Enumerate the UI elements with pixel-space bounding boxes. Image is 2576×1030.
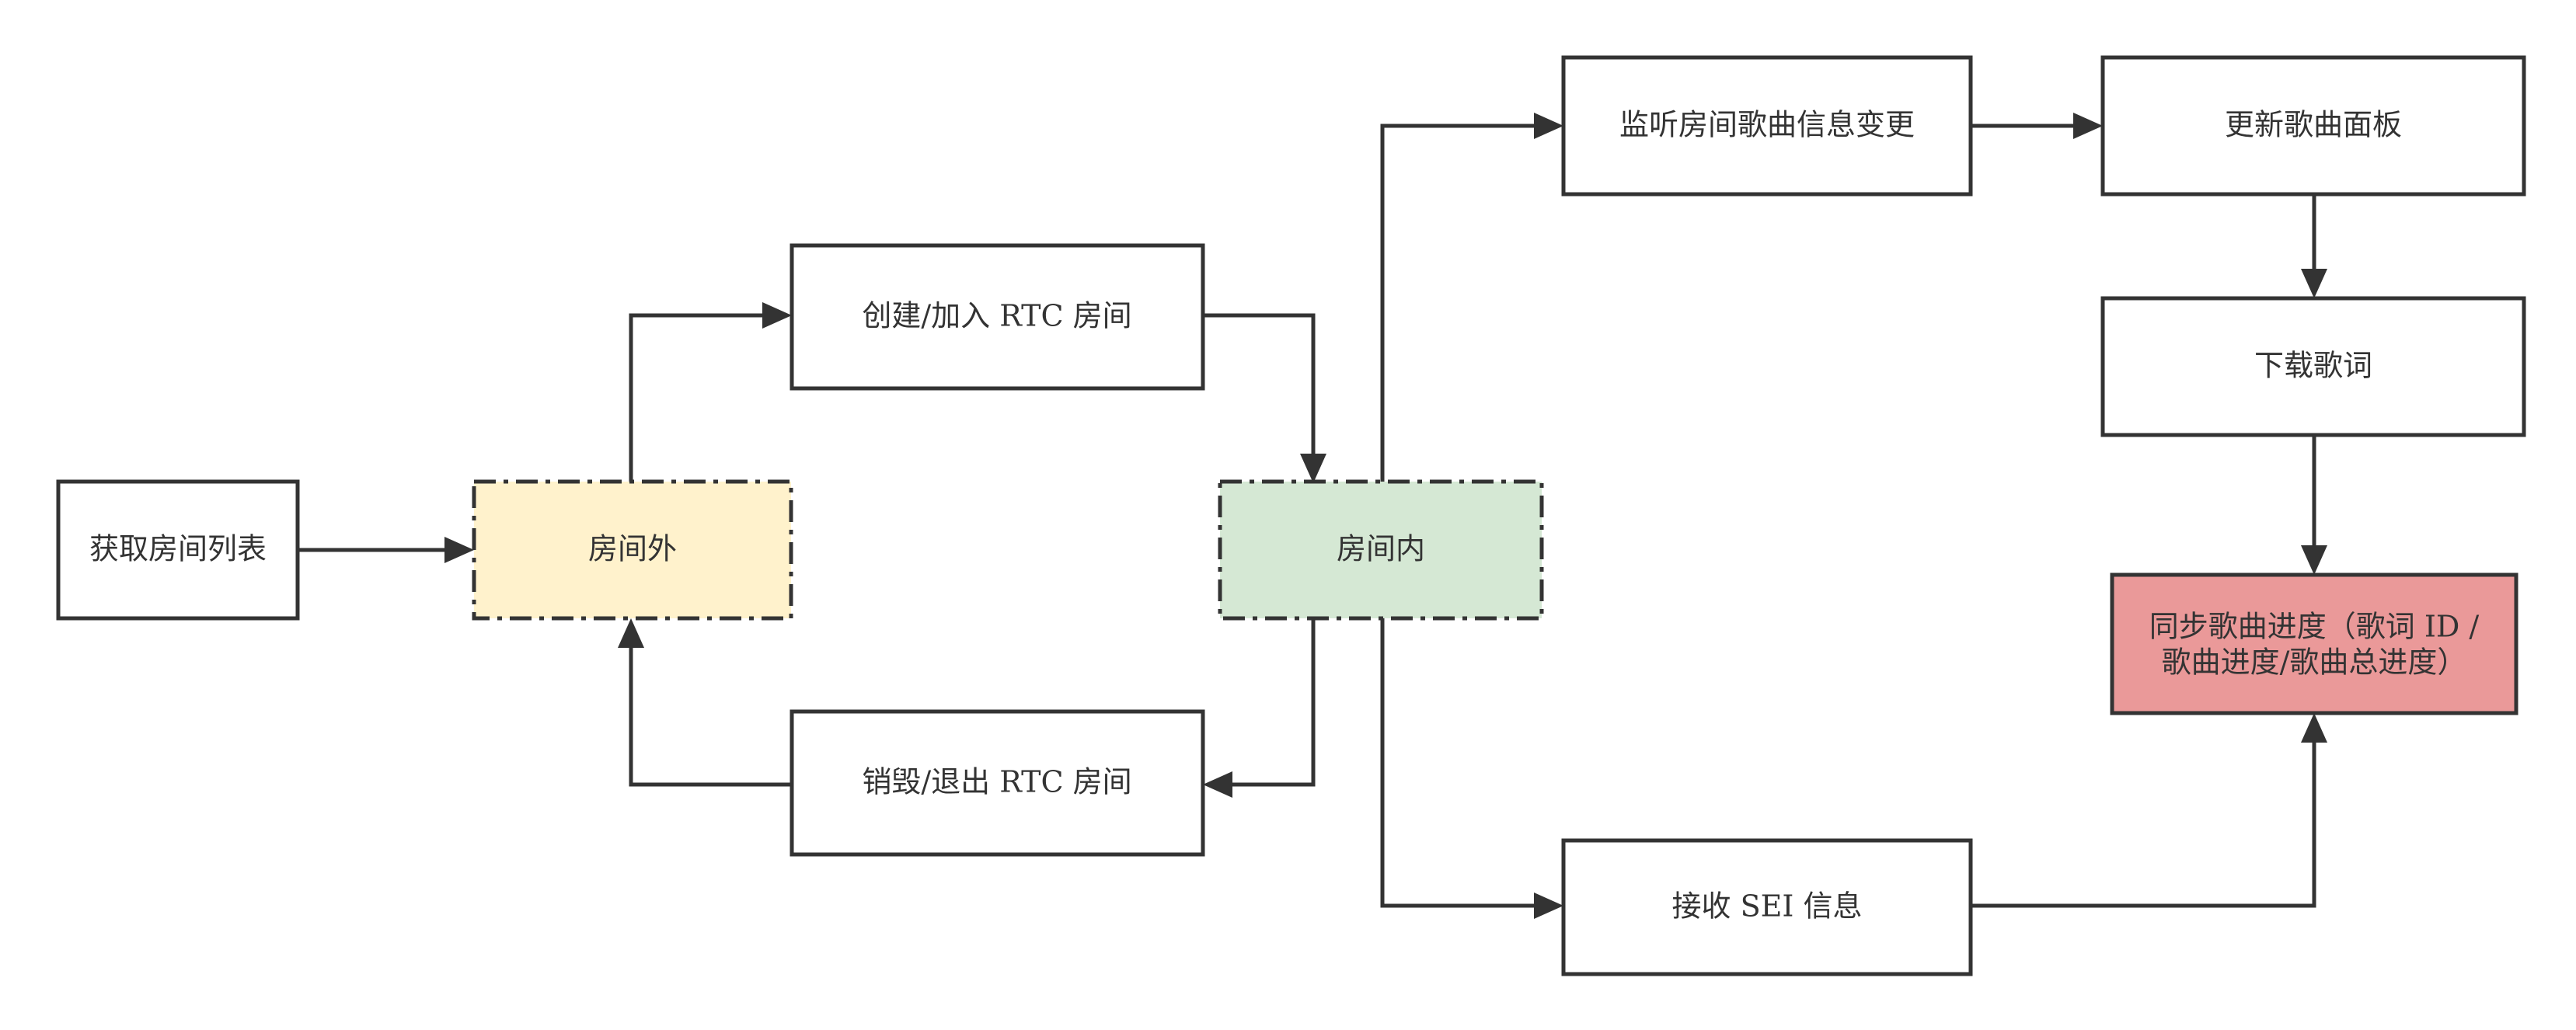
arrowhead-icon: [444, 537, 474, 563]
arrowhead-icon: [762, 302, 792, 329]
node-label: 销毁/退出 RTC 房间: [862, 765, 1131, 799]
node-label-line2: 歌曲进度/歌曲总进度）: [2162, 645, 2467, 680]
node-label: 监听房间歌曲信息变更: [1619, 108, 1915, 142]
arrowhead-icon: [1534, 113, 1563, 139]
node-receive-sei: 接收 SEI 信息: [1561, 838, 1973, 976]
node-download-lyrics: 下载歌词: [2100, 296, 2526, 437]
arrowhead-icon: [2301, 713, 2327, 743]
node-label: 房间外: [588, 532, 677, 566]
edge-destroy-exit-to-outside: [629, 632, 792, 787]
node-destroy-exit-rtc: 销毁/退出 RTC 房间: [790, 709, 1205, 857]
node-update-song-panel: 更新歌曲面板: [2100, 55, 2526, 197]
node-get-room-list: 获取房间列表: [56, 479, 300, 621]
node-label-line1: 同步歌曲进度（歌词 ID /: [2149, 610, 2480, 644]
edge-inside-to-destroy-exit: [1217, 618, 1316, 787]
arrowhead-icon: [1203, 771, 1232, 798]
node-label: 接收 SEI 信息: [1672, 889, 1863, 924]
node-listen-song-info: 监听房间歌曲信息变更: [1561, 55, 1973, 197]
edge-receive-sei-to-sync: [1971, 727, 2316, 908]
arrowhead-icon: [1300, 454, 1326, 483]
edge-create-join-to-inside: [1203, 313, 1316, 469]
node-inside-room: 房间内: [1218, 479, 1544, 621]
node-label: 房间内: [1337, 532, 1425, 566]
node-create-join-rtc: 创建/加入 RTC 房间: [790, 243, 1205, 391]
node-label: 下载歌词: [2254, 349, 2372, 383]
arrowhead-icon: [2301, 545, 2327, 575]
arrowhead-icon: [618, 618, 644, 648]
node-label: 获取房间列表: [89, 532, 267, 566]
edge-inside-to-receive-sei: [1380, 618, 1549, 908]
arrowhead-icon: [2301, 269, 2327, 298]
node-label: 创建/加入 RTC 房间: [862, 299, 1131, 333]
edge-inside-to-listen-song: [1380, 124, 1549, 482]
arrowhead-icon: [2073, 113, 2103, 139]
edges: [298, 113, 2327, 919]
node-sync-progress: 同步歌曲进度（歌词 ID / 歌曲进度/歌曲总进度）: [2110, 572, 2518, 715]
node-label: 更新歌曲面板: [2225, 108, 2402, 142]
edge-outside-to-create-join: [629, 313, 778, 482]
arrowhead-icon: [1534, 893, 1563, 919]
node-outside-room: 房间外: [472, 479, 793, 621]
